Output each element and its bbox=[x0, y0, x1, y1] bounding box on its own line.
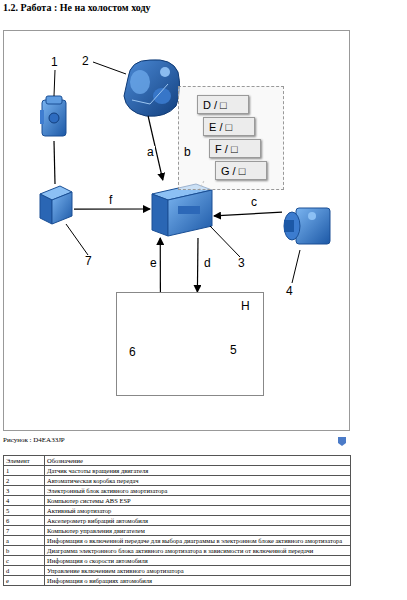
callout-number: H bbox=[241, 299, 250, 313]
table-cell: Активный амортизатор bbox=[45, 506, 351, 516]
component: 7 bbox=[36, 184, 74, 226]
abs-esp-unit bbox=[284, 208, 330, 244]
table-cell: 2 bbox=[4, 476, 45, 486]
damper-group: H65 bbox=[116, 292, 264, 396]
signal-letter: e bbox=[149, 257, 158, 270]
gear-card: E / □ bbox=[203, 117, 255, 136]
table-cell: d bbox=[4, 566, 45, 576]
component: 4 bbox=[282, 204, 332, 252]
diagram-panel: b D / □ E / □ F / □ G / □ bbox=[178, 86, 284, 190]
component: 2 bbox=[122, 58, 180, 116]
frame bbox=[4, 31, 350, 431]
table-cell: Обозначение bbox=[45, 456, 351, 466]
signal-letter: d bbox=[203, 257, 212, 270]
print-icon bbox=[338, 437, 346, 446]
table-cell: Электронный блок активного амортизатора bbox=[45, 486, 351, 496]
table-cell: e bbox=[4, 576, 45, 586]
callout-number: b bbox=[184, 145, 191, 159]
engine-ecu bbox=[40, 186, 72, 224]
signal-arrow bbox=[74, 208, 150, 209]
engine-speed-sensor bbox=[40, 96, 66, 136]
table-cell: Компьютер управления двигателем bbox=[45, 526, 351, 536]
signal-letter: f bbox=[108, 194, 113, 207]
table-cell: Управление включением активного амортиза… bbox=[45, 566, 351, 576]
table-cell: Диаграмма электронного блока активного а… bbox=[45, 546, 351, 556]
table-cell: Информация о скорости автомобиля bbox=[45, 556, 351, 566]
table-cell: Компьютер системы ABS ESP bbox=[45, 496, 351, 506]
table-cell: Автоматическая коробка передач bbox=[45, 476, 351, 486]
gear-label: F / □ bbox=[215, 143, 238, 155]
gear-card: G / □ bbox=[215, 161, 267, 180]
callout-number: 4 bbox=[286, 284, 293, 298]
signal-arrow bbox=[54, 141, 55, 184]
table-cell: 1 bbox=[4, 466, 45, 476]
table-cell: Информация о вибрациях автомобиля bbox=[45, 576, 351, 586]
signal-letter: a bbox=[146, 146, 155, 159]
gear-label: E / □ bbox=[209, 121, 232, 133]
component: 5 bbox=[187, 299, 235, 339]
signal-arrow bbox=[214, 212, 282, 216]
table-cell: c bbox=[4, 556, 45, 566]
component: 6 bbox=[137, 299, 177, 339]
table-cell: 6 bbox=[4, 516, 45, 526]
callout-number: 2 bbox=[82, 54, 89, 68]
active-damper-ecu bbox=[152, 184, 212, 236]
legend-table: ЭлементОбозначение1Датчик частоты вращен… bbox=[3, 455, 351, 586]
component: 1 bbox=[38, 95, 70, 141]
gear-card: F / □ bbox=[209, 139, 261, 158]
callout-number: 3 bbox=[238, 256, 245, 270]
table-cell: Элемент bbox=[4, 456, 45, 466]
table-cell: 3 bbox=[4, 486, 45, 496]
gear-label: G / □ bbox=[221, 165, 245, 177]
table-cell: 4 bbox=[4, 496, 45, 506]
title: 1.2. Работа : Не на холостом ходу bbox=[3, 2, 151, 13]
table-cell: Информация о включенной передаче для выб… bbox=[45, 536, 351, 546]
gear-label: D / □ bbox=[203, 99, 227, 111]
signal-arrow bbox=[197, 238, 199, 292]
component: 3 bbox=[150, 180, 214, 238]
gear-card: D / □ bbox=[197, 95, 249, 114]
table-cell: Датчик частоты вращения двигателя bbox=[45, 466, 351, 476]
table-cell: 5 bbox=[4, 506, 45, 516]
signal-arrow bbox=[160, 238, 161, 292]
automatic-gearbox bbox=[124, 60, 180, 117]
signal-letter: c bbox=[250, 196, 258, 209]
callout-number: 1 bbox=[51, 55, 58, 69]
table-cell: 7 bbox=[4, 526, 45, 536]
callout-number: 5 bbox=[230, 343, 237, 357]
table-cell: Акселерометр вибраций автомобиля bbox=[45, 516, 351, 526]
caption: Рисунок : D4EA33JP bbox=[3, 436, 65, 444]
callout-number: 6 bbox=[129, 345, 136, 359]
table-cell: b bbox=[4, 546, 45, 556]
table-cell: a bbox=[4, 536, 45, 546]
callout-number: 7 bbox=[85, 254, 92, 268]
